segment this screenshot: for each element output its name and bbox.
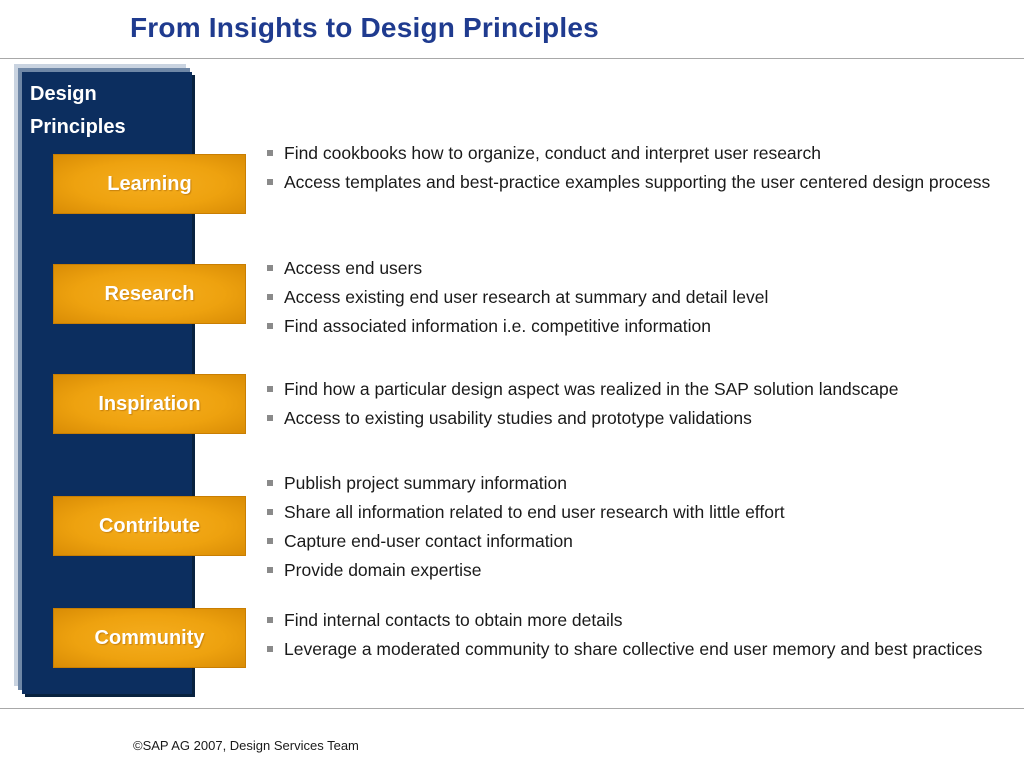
research-bullets: Access end users Access existing end use… (266, 256, 996, 343)
list-item: Find internal contacts to obtain more de… (266, 608, 996, 632)
inspiration-bullets: Find how a particular design aspect was … (266, 377, 996, 435)
panel-title: Design Principles (30, 78, 180, 144)
list-item: Find associated information i.e. competi… (266, 314, 996, 338)
contribute-bullets: Publish project summary information Shar… (266, 471, 996, 587)
tab-learning[interactable]: Learning (53, 154, 246, 214)
bullet-square-icon (267, 480, 273, 486)
list-item: Capture end-user contact information (266, 529, 996, 553)
tab-research[interactable]: Research (53, 264, 246, 324)
bullet-square-icon (267, 386, 273, 392)
community-bullets: Find internal contacts to obtain more de… (266, 608, 996, 666)
tab-community[interactable]: Community (53, 608, 246, 668)
list-item: Publish project summary information (266, 471, 996, 495)
bullet-square-icon (267, 150, 273, 156)
bullet-square-icon (267, 646, 273, 652)
list-item: Find cookbooks how to organize, conduct … (266, 141, 996, 165)
panel-title-line2: Principles (30, 116, 126, 138)
tab-contribute[interactable]: Contribute (53, 496, 246, 556)
bullet-square-icon (267, 567, 273, 573)
bullet-square-icon (267, 179, 273, 185)
list-item: Access templates and best-practice examp… (266, 170, 996, 194)
list-item: Access existing end user research at sum… (266, 285, 996, 309)
list-item: Provide domain expertise (266, 558, 996, 582)
footer-copyright: ©SAP AG 2007, Design Services Team (133, 738, 359, 753)
learning-bullets: Find cookbooks how to organize, conduct … (266, 141, 996, 199)
bullet-square-icon (267, 294, 273, 300)
bullet-square-icon (267, 265, 273, 271)
list-item: Access end users (266, 256, 996, 280)
slide-title: From Insights to Design Principles (130, 12, 599, 43)
bullet-square-icon (267, 323, 273, 329)
bullet-square-icon (267, 617, 273, 623)
list-item: Leverage a moderated community to share … (266, 637, 996, 661)
list-item: Share all information related to end use… (266, 500, 996, 524)
bullet-square-icon (267, 415, 273, 421)
bullet-square-icon (267, 509, 273, 515)
tab-inspiration[interactable]: Inspiration (53, 374, 246, 434)
panel-title-line1: Design (30, 83, 97, 105)
list-item: Find how a particular design aspect was … (266, 377, 996, 401)
bullet-square-icon (267, 538, 273, 544)
footer-divider (0, 708, 1024, 709)
list-item: Access to existing usability studies and… (266, 406, 996, 430)
title-divider (0, 58, 1024, 59)
